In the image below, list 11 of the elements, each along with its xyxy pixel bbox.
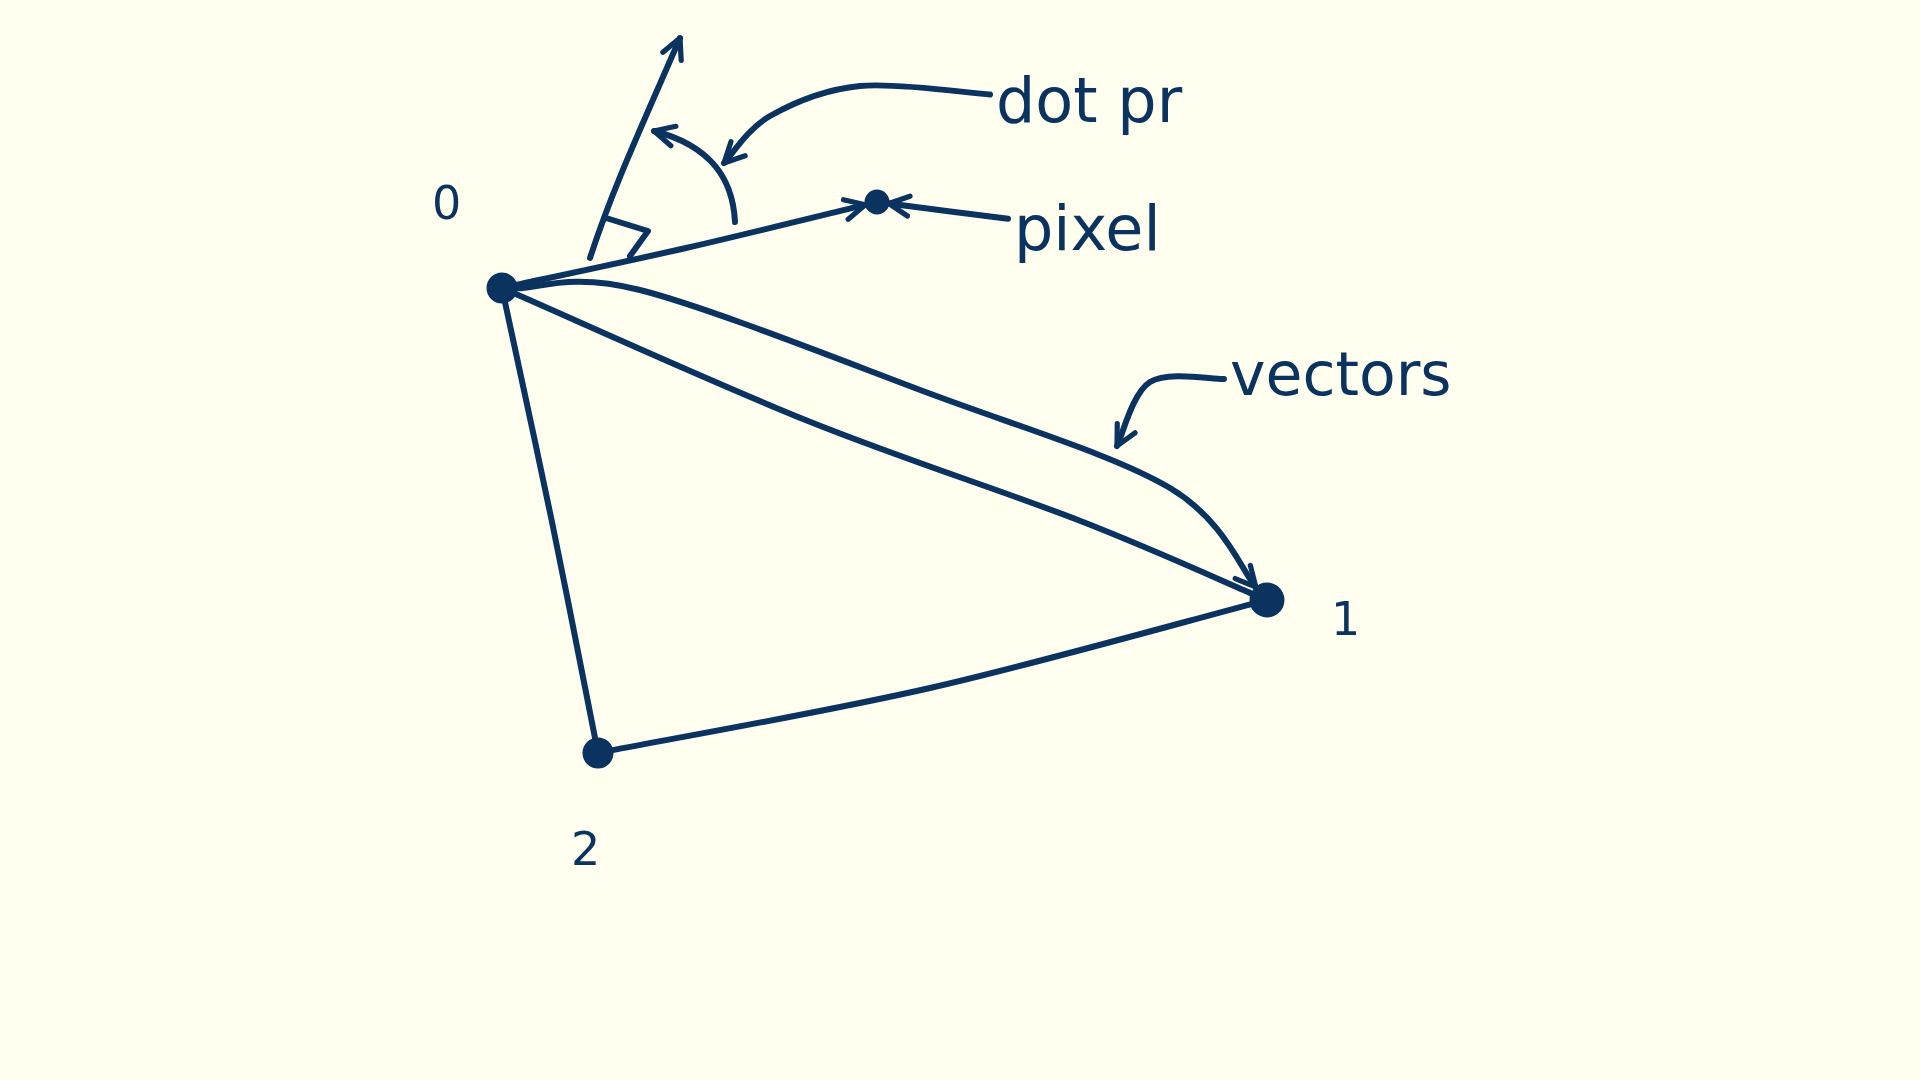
vertex-number: 2	[571, 826, 601, 872]
pixel-dot	[864, 189, 890, 215]
angle-arc	[651, 124, 738, 225]
vertex-number: 0	[432, 180, 462, 226]
vertex-number: 1	[1331, 596, 1361, 642]
annotation-label: vectors	[1230, 344, 1452, 404]
vertex-dot	[582, 737, 614, 769]
leader-arrow	[721, 82, 993, 166]
leader-arrow	[1113, 373, 1227, 449]
vertex-dot	[1249, 582, 1285, 618]
vertex-dot	[486, 272, 518, 304]
